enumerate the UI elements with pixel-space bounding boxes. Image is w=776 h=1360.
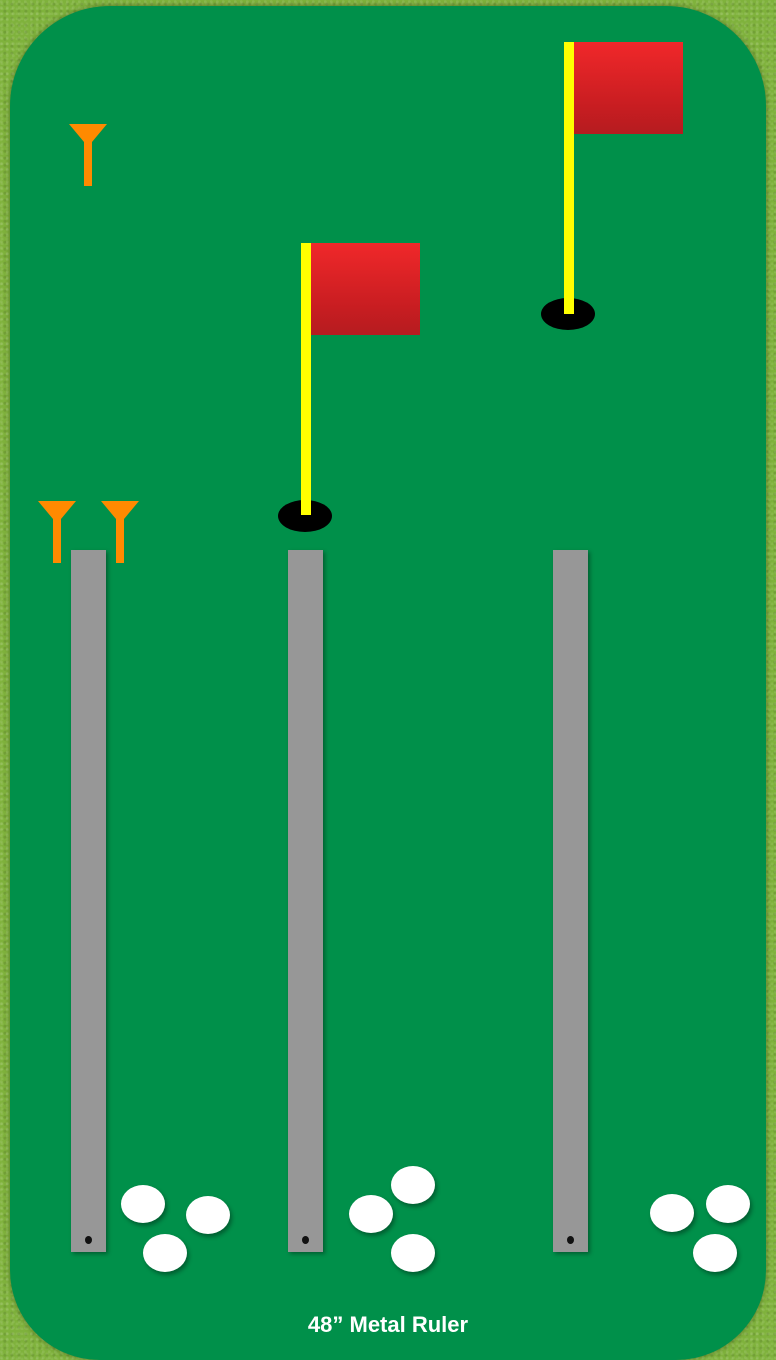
flag-pin — [301, 243, 311, 515]
ruler-hole — [85, 1236, 92, 1244]
golf-tee-icon — [101, 501, 139, 563]
metal-ruler-right — [553, 550, 588, 1252]
flag-icon — [574, 42, 683, 134]
metal-ruler-middle — [288, 550, 323, 1252]
golf-ball-icon — [391, 1234, 435, 1272]
golf-ball-icon — [693, 1234, 737, 1272]
metal-ruler-left — [71, 550, 106, 1252]
ruler-caption: 48” Metal Ruler — [0, 1312, 776, 1338]
golf-ball-icon — [143, 1234, 187, 1272]
golf-ball-icon — [186, 1196, 230, 1234]
ruler-hole — [567, 1236, 574, 1244]
golf-ball-icon — [349, 1195, 393, 1233]
golf-ball-icon — [391, 1166, 435, 1204]
flag-pin — [564, 42, 574, 314]
golf-ball-icon — [650, 1194, 694, 1232]
putting-green — [10, 6, 766, 1360]
golf-ball-icon — [706, 1185, 750, 1223]
flag-icon — [311, 243, 420, 335]
golf-tee-icon — [69, 124, 107, 186]
ruler-hole — [302, 1236, 309, 1244]
golf-ball-icon — [121, 1185, 165, 1223]
